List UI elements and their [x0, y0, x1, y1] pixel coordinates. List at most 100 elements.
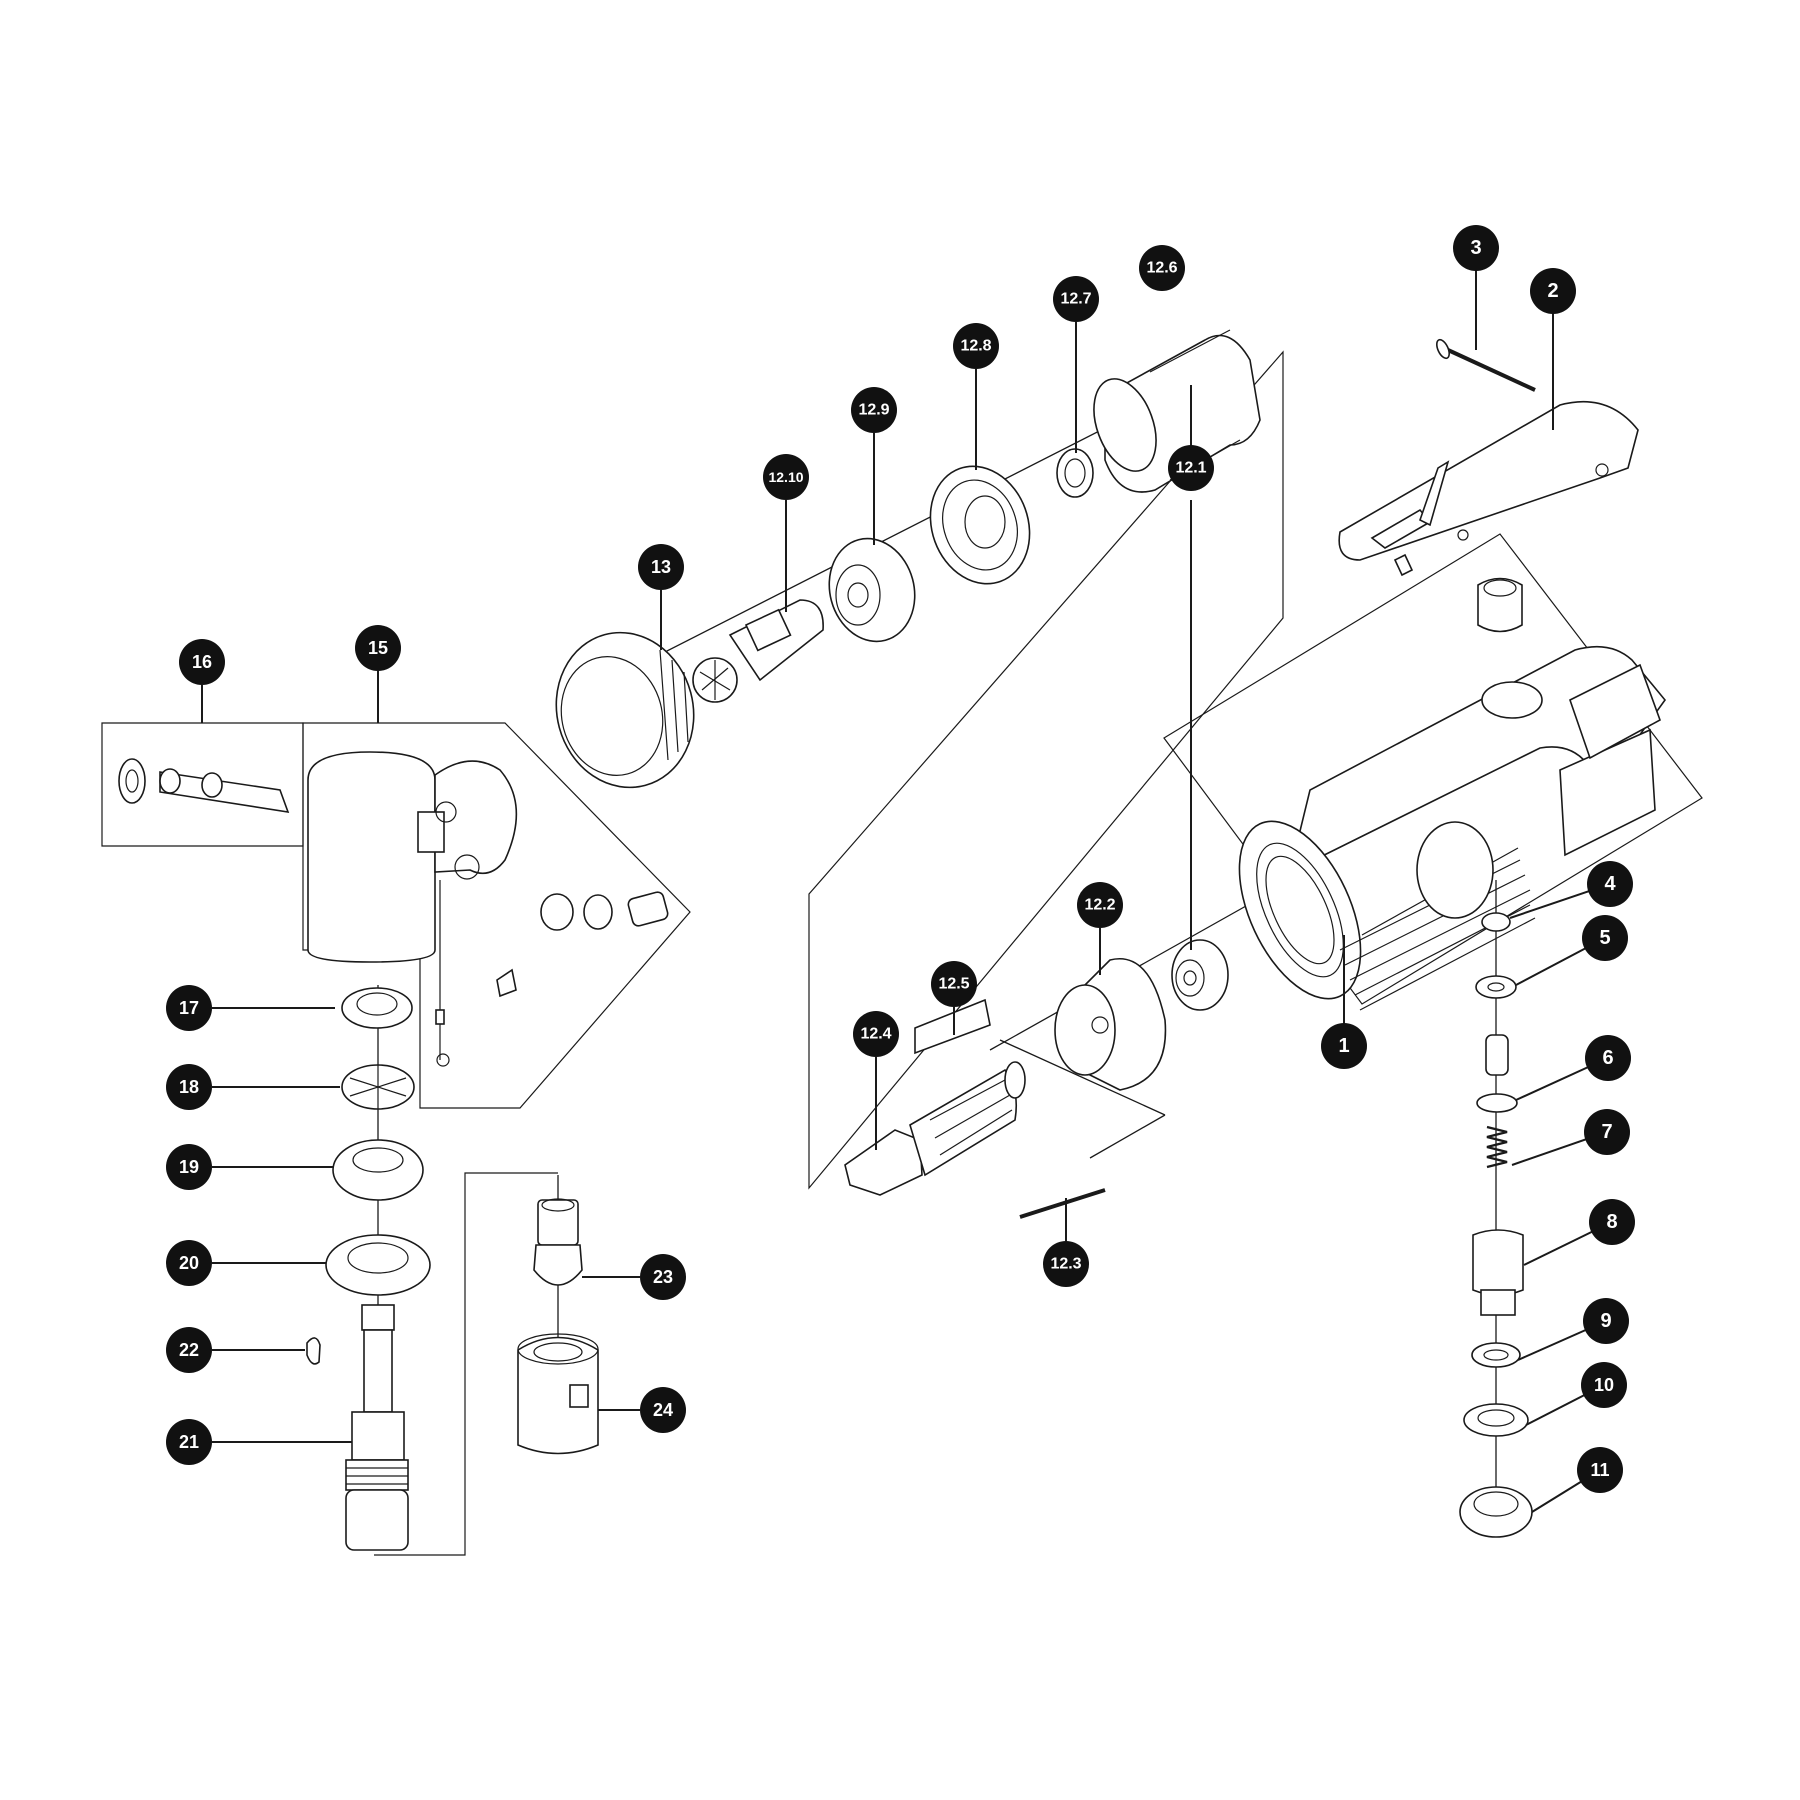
- callout-12-10: 12.10: [763, 454, 809, 500]
- collet-nut-24: [517, 1333, 599, 1455]
- callout-12-5: 12.5: [931, 961, 977, 1007]
- callout-16: 16: [179, 639, 225, 685]
- cylinder-12-6: [1093, 329, 1261, 493]
- svg-text:4: 4: [1604, 873, 1616, 895]
- callout-20: 20: [166, 1240, 212, 1286]
- bearing-12-9: [828, 537, 916, 643]
- callout-18: 18: [166, 1064, 212, 1110]
- pin-axis-2: [1089, 1114, 1166, 1159]
- callout-24: 24: [640, 1387, 686, 1433]
- callout-12-8: 12.8: [953, 323, 999, 369]
- valve-bushing-8: [1472, 1229, 1524, 1316]
- svg-text:12.1: 12.1: [1175, 460, 1206, 477]
- svg-text:12.4: 12.4: [860, 1026, 891, 1043]
- pin-12-3: [1019, 1188, 1106, 1219]
- svg-text:5: 5: [1599, 927, 1610, 949]
- callout-4: 4: [1587, 861, 1633, 907]
- svg-text:24: 24: [653, 1400, 673, 1420]
- valve-stem-6: [1476, 1034, 1518, 1113]
- throttle-lever: [1338, 400, 1639, 577]
- callout-badges: 1 2 3 4 5 6 7 8 9 10 11 12.1 12.2 12.3 1…: [166, 225, 1635, 1493]
- callout-19: 19: [166, 1144, 212, 1190]
- callout-12-2: 12.2: [1077, 882, 1123, 928]
- svg-text:12.5: 12.5: [938, 976, 969, 993]
- svg-text:12.8: 12.8: [960, 338, 991, 355]
- callout-12-7: 12.7: [1053, 276, 1099, 322]
- spring-7: [1486, 1125, 1508, 1169]
- callout-2: 2: [1530, 268, 1576, 314]
- svg-text:12.9: 12.9: [858, 402, 889, 419]
- svg-text:12.2: 12.2: [1084, 897, 1115, 914]
- svg-text:15: 15: [368, 638, 388, 658]
- svg-text:8: 8: [1606, 1211, 1617, 1233]
- front-plate-12-2: [1054, 958, 1167, 1091]
- key-22: [306, 1337, 321, 1365]
- end-plate-12-8: [929, 465, 1031, 585]
- callout-7: 7: [1584, 1109, 1630, 1155]
- o-ring-4: [1481, 912, 1511, 932]
- svg-text:19: 19: [179, 1157, 199, 1177]
- svg-text:12.10: 12.10: [768, 469, 803, 485]
- callout-9: 9: [1583, 1298, 1629, 1344]
- rotor-12-4: [844, 1061, 1026, 1196]
- callout-21: 21: [166, 1419, 212, 1465]
- callout-5: 5: [1582, 915, 1628, 961]
- svg-text:13: 13: [651, 557, 671, 577]
- inlet-bushing-11: [1459, 1486, 1533, 1538]
- throttle-shaft-16: [118, 758, 290, 813]
- svg-text:3: 3: [1470, 237, 1481, 259]
- bearing-19: [332, 1139, 424, 1201]
- washer-10: [1463, 1403, 1529, 1437]
- spindle-21: [345, 1304, 409, 1551]
- callout-10: 10: [1581, 1362, 1627, 1408]
- washer-5: [1475, 975, 1517, 999]
- bearing-12-1: [1171, 939, 1229, 1011]
- vane-12-5: [914, 998, 991, 1055]
- spacer-12-7: [1056, 448, 1094, 498]
- callout-8: 8: [1589, 1199, 1635, 1245]
- callout-17: 17: [166, 985, 212, 1031]
- svg-text:22: 22: [179, 1340, 199, 1360]
- svg-text:10: 10: [1594, 1375, 1614, 1395]
- svg-text:21: 21: [179, 1432, 199, 1452]
- callout-12-1: 12.1: [1168, 445, 1214, 491]
- rotor-group-outline: [808, 350, 1284, 1190]
- svg-text:7: 7: [1601, 1121, 1612, 1143]
- callout-12-4: 12.4: [853, 1011, 899, 1057]
- o-ring-9: [1471, 1342, 1521, 1368]
- svg-text:12.7: 12.7: [1060, 291, 1091, 308]
- motor-housing: [1238, 577, 1667, 1011]
- svg-text:1: 1: [1338, 1035, 1349, 1057]
- callout-22: 22: [166, 1327, 212, 1373]
- svg-text:17: 17: [179, 998, 199, 1018]
- svg-text:6: 6: [1602, 1047, 1613, 1069]
- callout-11: 11: [1577, 1447, 1623, 1493]
- gear-shaft-12-10: [692, 599, 824, 703]
- svg-text:18: 18: [179, 1077, 199, 1097]
- svg-text:2: 2: [1547, 280, 1558, 302]
- svg-text:12.3: 12.3: [1050, 1256, 1081, 1273]
- callout-12-6: 12.6: [1139, 245, 1185, 291]
- throttle-shaft-group-outline: [101, 722, 304, 847]
- pin-axis: [999, 1039, 1166, 1116]
- svg-text:12.6: 12.6: [1146, 260, 1177, 277]
- callout-13: 13: [638, 544, 684, 590]
- spindle-collet-link-line: [374, 1172, 558, 1556]
- callout-23: 23: [640, 1254, 686, 1300]
- lock-ring-20: [325, 1234, 431, 1296]
- svg-text:20: 20: [179, 1253, 199, 1273]
- callout-1: 1: [1321, 1023, 1367, 1069]
- gear-18: [341, 1064, 415, 1110]
- svg-text:16: 16: [192, 652, 212, 672]
- angle-head-15: [307, 751, 669, 1067]
- lever-pin: [1436, 338, 1536, 392]
- callout-6: 6: [1585, 1035, 1631, 1081]
- callout-12-9: 12.9: [851, 387, 897, 433]
- bearing-17: [341, 987, 413, 1029]
- callout-15: 15: [355, 625, 401, 671]
- ring-gear-13: [555, 631, 695, 789]
- collet-23: [533, 1198, 583, 1286]
- svg-text:23: 23: [653, 1267, 673, 1287]
- svg-text:11: 11: [1590, 1460, 1609, 1480]
